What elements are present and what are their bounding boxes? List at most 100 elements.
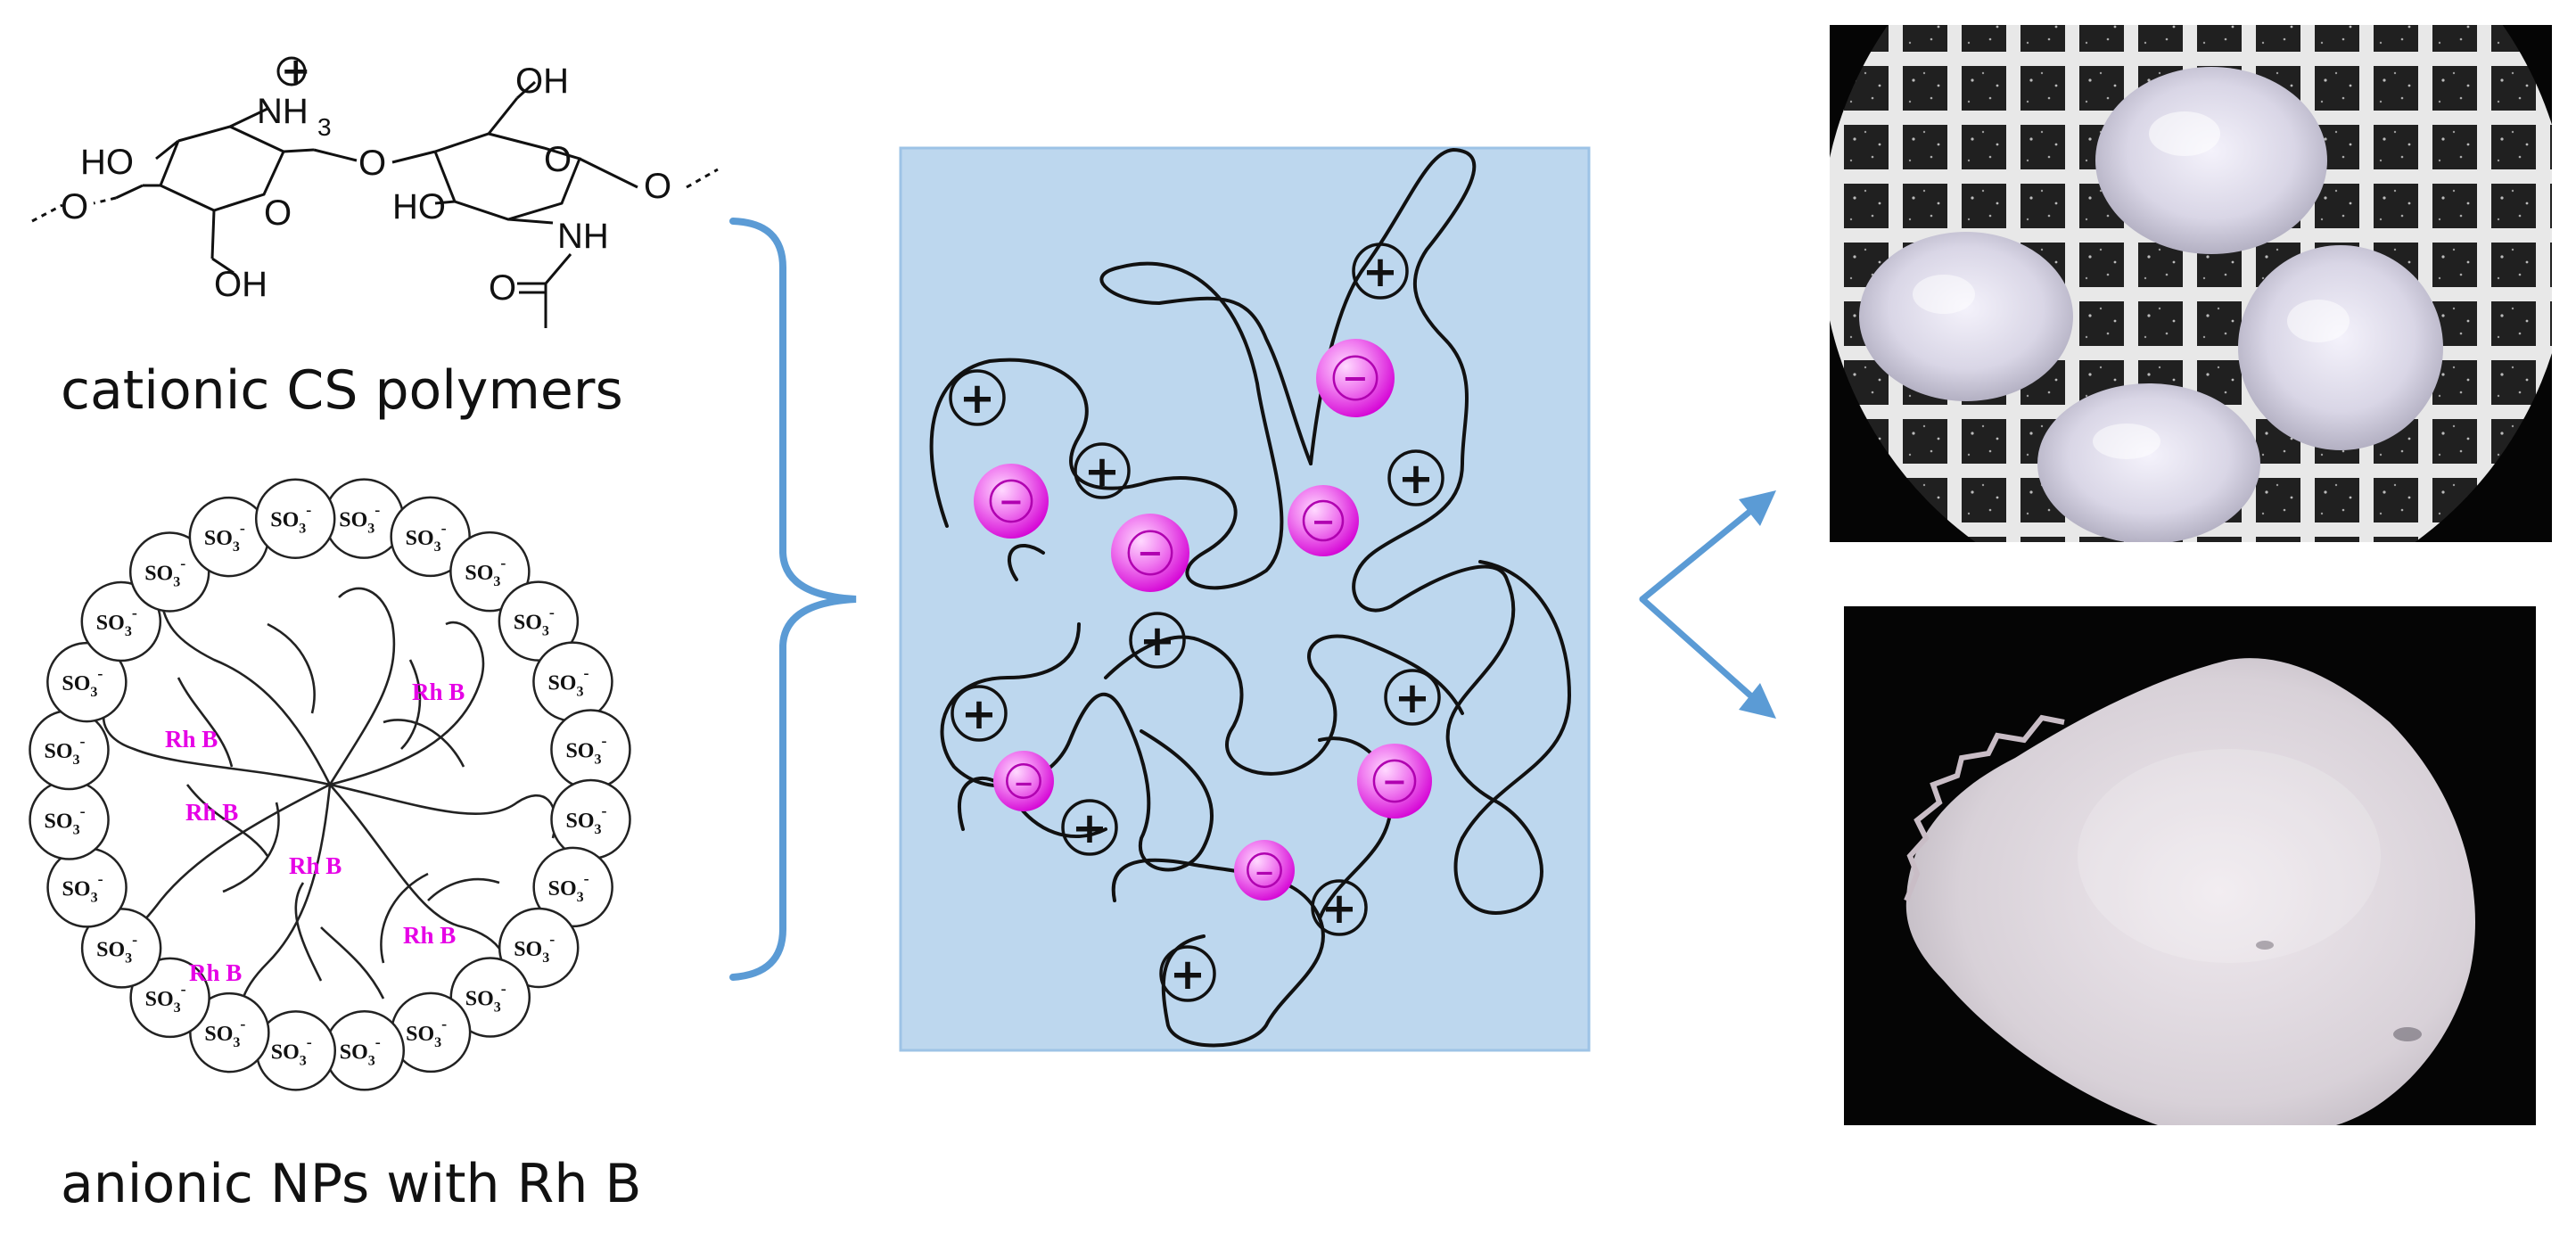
plus-charge-symbol: +	[1061, 799, 1118, 856]
core-polymer-chain	[383, 719, 465, 768]
rhb-label: Rh B	[403, 922, 456, 949]
caption-cationic-cs-polymers: cationic CS polymers	[61, 359, 623, 422]
plus-charge-symbol: +	[949, 369, 1006, 426]
plus-charge-symbol: +	[951, 685, 1008, 742]
sulfonate-group: SO3-	[498, 580, 580, 662]
sulfonate-label: SO3-	[548, 869, 589, 905]
core-polymer-chain	[102, 703, 331, 786]
rhb-label: Rh B	[289, 852, 342, 879]
sulfonate-group: SO3-	[29, 709, 110, 791]
plus-charge-symbol: +	[1311, 879, 1368, 936]
svg-text:+: +	[959, 374, 995, 424]
chem-label-ho-top-left: HO	[80, 143, 134, 182]
svg-text:−: −	[1137, 535, 1163, 572]
plus-charge-symbol: +	[1159, 945, 1216, 1002]
core-polymer-chain	[329, 621, 485, 786]
chem-label-plus-charge: +	[281, 51, 311, 92]
svg-text:+: +	[1321, 884, 1357, 934]
hydrogel-network-panel	[899, 146, 1591, 1052]
sulfonate-group: SO3-	[550, 778, 631, 860]
sulfonate-label: SO3-	[145, 980, 186, 1016]
svg-text:+: +	[961, 689, 997, 739]
sulfonate-label: SO3-	[406, 519, 447, 555]
sulfonate-label: SO3-	[406, 1015, 447, 1050]
svg-text:+: +	[1395, 673, 1430, 723]
sulfonate-group: SO3-	[324, 1010, 406, 1091]
minus-charge-symbol: −	[993, 751, 1054, 811]
sulfonate-label: SO3-	[566, 802, 607, 837]
minus-charge-symbol: −	[1357, 744, 1432, 819]
sulfonate-group: SO3-	[532, 641, 613, 722]
sulfonate-label: SO3-	[96, 930, 137, 966]
sulfonate-group: SO3-	[390, 991, 472, 1074]
sulfonate-label: SO3-	[204, 519, 245, 555]
minus-charge-symbol: −	[974, 464, 1049, 539]
sulfonate-group: SO3-	[128, 531, 210, 613]
core-polymer-chain	[239, 784, 332, 1035]
photo-hydrogel-beads-on-mesh	[1830, 25, 2552, 542]
minus-charge-symbol: −	[1316, 339, 1395, 417]
sulfonate-label: SO3-	[62, 869, 103, 905]
svg-text:+: +	[1084, 447, 1120, 497]
polymer-chains	[929, 148, 1571, 1048]
core-polymer-chain	[329, 783, 556, 839]
core-polymer-chain	[185, 784, 269, 857]
chem-label-bridge-o: O	[358, 144, 386, 183]
chem-label-o-right-terminal: O	[644, 167, 671, 206]
chem-label-ring-o-left: O	[264, 193, 292, 233]
chem-label-o-left-terminal: O	[61, 187, 88, 226]
sulfonate-group: SO3-	[80, 908, 162, 989]
sulfonate-group: SO3-	[255, 1010, 337, 1091]
photo-hydrogel-sheet	[1844, 606, 2536, 1125]
plus-charge-symbol: +	[1352, 243, 1409, 300]
sulfonate-label: SO3-	[340, 1032, 381, 1068]
chem-label-ring-o-right: O	[544, 140, 572, 179]
sulfonate-label: SO3-	[96, 604, 137, 639]
core-polymer-chain	[320, 926, 385, 1000]
svg-text:−: −	[1312, 505, 1336, 539]
sulfonate-group: SO3-	[449, 531, 531, 613]
ion-symbols: ++++++++++−−−−−−−	[949, 243, 1444, 1002]
sulfonate-label: SO3-	[547, 664, 588, 700]
plus-charge-symbol: +	[1074, 442, 1131, 499]
svg-text:+: +	[1398, 454, 1434, 504]
arrow-head-down	[1739, 683, 1776, 719]
svg-text:+: +	[1072, 803, 1107, 853]
plus-charge-symbol: +	[1384, 669, 1441, 726]
sulfonate-group: SO3-	[46, 641, 128, 723]
svg-text:+: +	[1140, 616, 1175, 666]
chem-label-nh3-subscript: 3	[317, 113, 332, 141]
core-polymer-chain	[380, 872, 429, 964]
sulfonate-group: SO3-	[80, 580, 162, 662]
branch-arrows	[1639, 501, 1762, 706]
core-polymer-chain	[159, 588, 332, 786]
core-polymer-chain	[267, 622, 316, 714]
sulfonate-label: SO3-	[514, 930, 555, 966]
sulfonate-label: SO3-	[44, 732, 85, 768]
core-polymer-chain	[427, 877, 500, 901]
nanoparticle-sulfonate-shell: SO3-SO3-SO3-SO3-SO3-SO3-SO3-SO3-SO3-SO3-…	[29, 478, 631, 1091]
sulfonate-group: SO3-	[29, 779, 110, 860]
sulfonate-group: SO3-	[188, 496, 270, 578]
sulfonate-group: SO3-	[254, 478, 336, 559]
svg-text:−: −	[1382, 764, 1407, 799]
sulfonate-group: SO3-	[390, 496, 471, 578]
sulfonate-label: SO3-	[270, 501, 311, 537]
chem-label-ho-right: HO	[392, 187, 446, 226]
core-polymer-chain	[400, 659, 422, 750]
svg-text:−: −	[999, 484, 1024, 519]
core-polymer-chain	[177, 677, 234, 768]
sulfonate-label: SO3-	[62, 664, 103, 700]
sulfonate-label: SO3-	[271, 1032, 312, 1068]
brace-bracket	[729, 218, 857, 981]
caption-anionic-nps-with-rhb: anionic NPs with Rh B	[61, 1153, 642, 1215]
core-polymer-chain	[328, 587, 396, 786]
svg-text:−: −	[1255, 860, 1275, 887]
arrow-head-up	[1739, 490, 1776, 526]
sulfonate-label: SO3-	[339, 501, 380, 537]
rhb-label: Rh B	[189, 959, 242, 986]
core-polymer-chain	[222, 802, 280, 893]
sulfonate-group: SO3-	[550, 709, 631, 790]
rhb-label: Rh B	[185, 799, 238, 826]
